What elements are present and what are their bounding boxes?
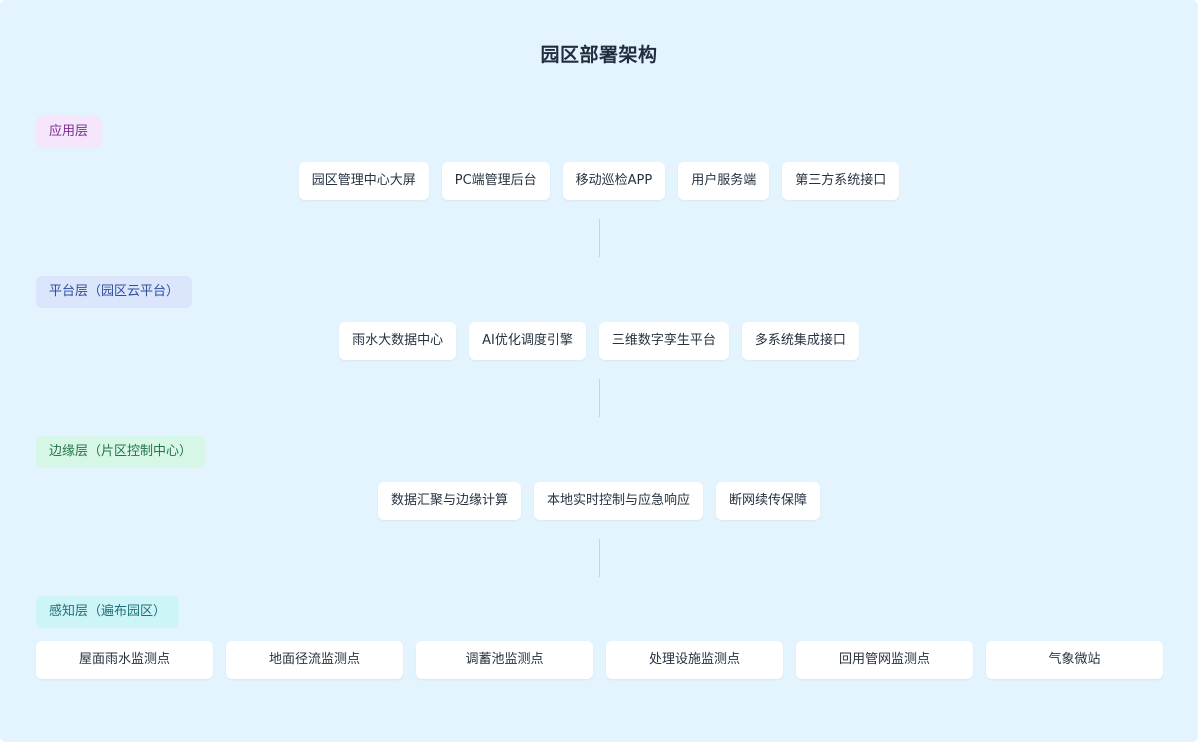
node-offline-resume-guarantee: 断网续传保障 — [716, 482, 821, 520]
node-rainwater-data-center: 雨水大数据中心 — [339, 322, 457, 360]
sensing-layer-row: 屋面雨水监测点 地面径流监测点 调蓄池监测点 处理设施监测点 回用管网监测点 气… — [36, 641, 1163, 679]
node-data-aggregation-edge: 数据汇聚与边缘计算 — [377, 482, 521, 520]
node-treatment-facility-monitor: 处理设施监测点 — [606, 641, 783, 679]
node-mobile-inspection-app: 移动巡检APP — [562, 162, 666, 200]
node-weather-micro-station: 气象微站 — [986, 641, 1163, 679]
node-ai-scheduling-engine: AI优化调度引擎 — [469, 322, 586, 360]
layer-tag-platform: 平台层（园区云平台） — [36, 276, 193, 308]
node-pc-admin-backend: PC端管理后台 — [441, 162, 550, 200]
connector-edge-sensing — [599, 539, 600, 577]
node-user-service-client: 用户服务端 — [678, 162, 770, 200]
node-local-realtime-control: 本地实时控制与应急响应 — [533, 482, 703, 520]
layer-tag-edge: 边缘层（片区控制中心） — [36, 436, 206, 468]
node-third-party-interface: 第三方系统接口 — [782, 162, 900, 200]
edge-layer-row: 数据汇聚与边缘计算 本地实时控制与应急响应 断网续传保障 — [0, 482, 1198, 520]
node-roof-rain-monitor: 屋面雨水监测点 — [36, 641, 213, 679]
node-park-center-screen: 园区管理中心大屏 — [298, 162, 429, 200]
node-surface-runoff-monitor: 地面径流监测点 — [226, 641, 403, 679]
node-multi-system-interface: 多系统集成接口 — [741, 322, 859, 360]
platform-layer-row: 雨水大数据中心 AI优化调度引擎 三维数字孪生平台 多系统集成接口 — [0, 322, 1198, 360]
node-reuse-pipe-monitor: 回用管网监测点 — [796, 641, 973, 679]
diagram-title: 园区部署架构 — [540, 44, 658, 66]
node-storage-tank-monitor: 调蓄池监测点 — [416, 641, 593, 679]
layer-tag-application: 应用层 — [36, 116, 102, 148]
connector-app-platform — [599, 219, 600, 257]
connector-platform-edge — [599, 379, 600, 417]
application-layer-row: 园区管理中心大屏 PC端管理后台 移动巡检APP 用户服务端 第三方系统接口 — [0, 162, 1198, 200]
node-digital-twin-platform: 三维数字孪生平台 — [598, 322, 729, 360]
layer-tag-sensing: 感知层（遍布园区） — [36, 596, 180, 628]
